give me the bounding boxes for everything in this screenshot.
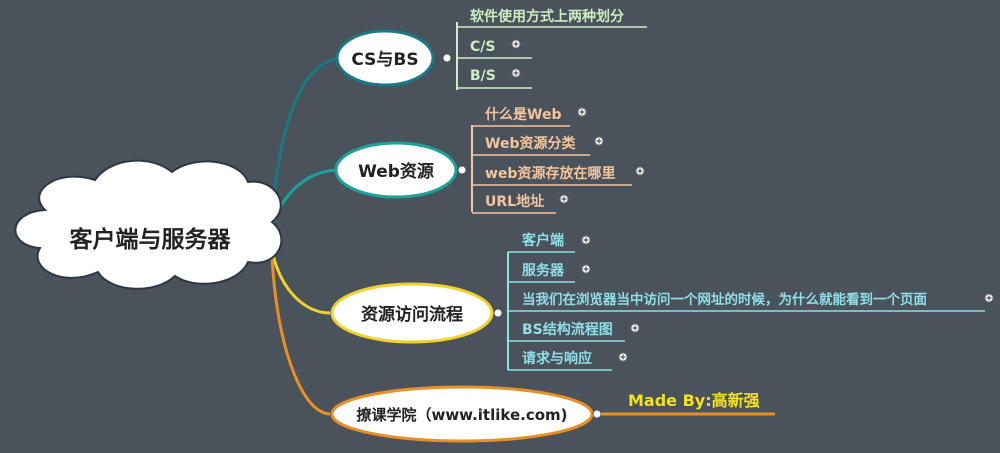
expand-icon[interactable] xyxy=(594,136,604,146)
expand-icon[interactable] xyxy=(511,68,521,78)
branch-label-web-resources: Web资源 xyxy=(358,161,434,182)
leaf-web-resource-types[interactable]: Web资源分类 xyxy=(485,135,576,152)
leaf-server[interactable]: 服务器 xyxy=(522,262,565,279)
collapse-toggle-itlike[interactable] xyxy=(592,409,602,419)
leaf-web-resource-location[interactable]: web资源存放在哪里 xyxy=(485,165,615,182)
branch-node-web-resources[interactable] xyxy=(334,141,458,199)
leaf-client[interactable]: 客户端 xyxy=(521,232,564,249)
expand-icon[interactable] xyxy=(581,235,591,245)
expand-icon[interactable] xyxy=(559,194,569,204)
leaf-url-address[interactable]: URL地址 xyxy=(485,193,544,210)
expand-icon[interactable] xyxy=(511,39,521,49)
leaf-bs-flow-diagram[interactable]: BS结构流程图 xyxy=(522,321,613,338)
branch-label-itlike: 撩课学院（www.itlike.com) xyxy=(356,406,567,424)
collapse-toggle-resource-flow[interactable] xyxy=(493,308,503,318)
made-by-label: Made By:高新强 xyxy=(628,391,760,410)
branch-node-itlike[interactable] xyxy=(330,385,594,443)
expand-icon[interactable] xyxy=(577,107,587,117)
branch-node-resource-flow[interactable] xyxy=(330,282,494,344)
expand-icon[interactable] xyxy=(984,293,994,303)
expand-icon[interactable] xyxy=(635,166,645,176)
leaf-bs[interactable]: B/S xyxy=(470,68,496,84)
connector-cs-bs xyxy=(270,56,341,221)
root-label: 客户端与服务器 xyxy=(70,226,232,253)
collapse-toggle-cs-bs[interactable] xyxy=(442,53,452,63)
connector-web-resources xyxy=(270,168,337,227)
connector-resource-flow xyxy=(270,249,331,315)
expand-icon[interactable] xyxy=(581,264,591,274)
expand-icon[interactable] xyxy=(630,323,640,333)
root-cloud xyxy=(14,159,283,290)
leaf-what-is-web[interactable]: 什么是Web xyxy=(485,106,561,123)
connector-itlike xyxy=(270,255,331,416)
branch-label-cs-bs: CS与BS xyxy=(351,50,418,70)
collapse-toggle-web-resources[interactable] xyxy=(457,165,467,175)
leaf-software-usage[interactable]: 软件使用方式上两种划分 xyxy=(470,8,624,25)
leaf-why-page-appears[interactable]: 当我们在浏览器当中访问一个网址的时候，为什么就能看到一个页面 xyxy=(522,291,927,308)
branch-node-cs-bs[interactable] xyxy=(335,29,435,87)
leaf-cs[interactable]: C/S xyxy=(470,39,495,55)
expand-icon[interactable] xyxy=(618,352,628,362)
branch-label-resource-flow: 资源访问流程 xyxy=(361,304,463,325)
leaf-request-response[interactable]: 请求与响应 xyxy=(522,350,592,367)
